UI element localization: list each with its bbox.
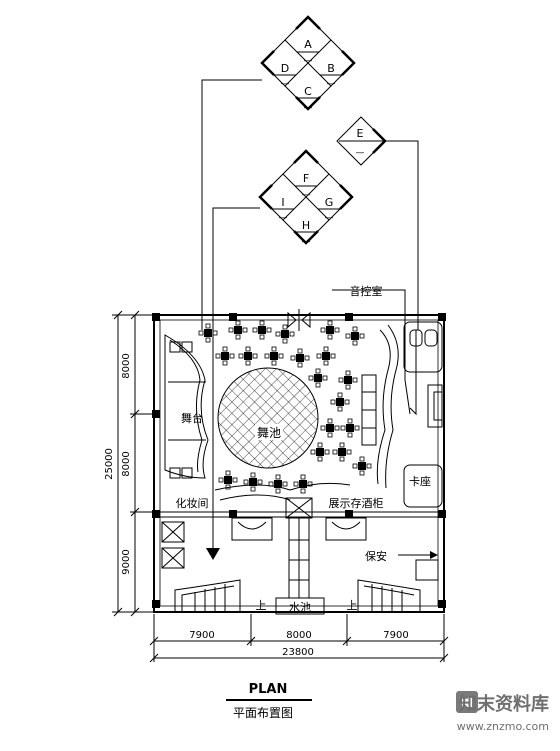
table-with-chairs — [310, 442, 330, 462]
pool-label: 水池 — [289, 601, 311, 614]
stairs-up-right-label: 上 — [347, 599, 358, 612]
dressing-room-label: 化妆间 — [176, 496, 209, 510]
key-letter-f: F — [303, 172, 309, 185]
title-sub: 平面布置图 — [233, 706, 293, 720]
title-main: PLAN — [249, 682, 288, 697]
table-with-chairs — [308, 368, 328, 388]
table-with-chairs — [198, 323, 218, 343]
table-with-chairs — [320, 320, 340, 340]
dim-vertical-2: 8000 — [121, 451, 132, 476]
dim-vertical-1: 8000 — [121, 353, 132, 378]
watermark-url: www.znzmo.com — [457, 720, 549, 733]
drawing-title: PLAN 平面布置图 — [226, 682, 312, 720]
table-clusters — [198, 320, 372, 494]
stage-label: 舞台 — [181, 411, 203, 425]
central-corridor: 化妆间 展示存酒柜 — [176, 482, 384, 599]
key-dash: — — [302, 190, 311, 200]
key-dash: — — [279, 213, 288, 223]
stage-area: 舞台 — [164, 334, 209, 479]
table-with-chairs — [215, 346, 235, 366]
watermark: 知末资料库 www.znzmo.com — [456, 691, 549, 733]
table-with-chairs — [320, 418, 340, 438]
dim-horizontal-total: 23800 — [282, 647, 314, 658]
table-with-chairs — [228, 320, 248, 340]
building-walls — [152, 309, 446, 613]
elevation-key-e: E — — [336, 116, 387, 166]
dim-horizontal-1: 7900 — [189, 630, 214, 641]
dim-vertical-3: 9000 — [121, 549, 132, 574]
table-with-chairs — [238, 346, 258, 366]
table-with-chairs — [252, 320, 272, 340]
key-letter-d: D — [281, 62, 289, 75]
key-dash: — — [356, 148, 365, 158]
table-with-chairs — [264, 346, 284, 366]
dance-floor-label: 舞池 — [257, 426, 281, 440]
table-with-chairs — [352, 456, 372, 476]
key-dash: — — [302, 237, 311, 247]
table-with-chairs — [243, 472, 263, 492]
dimension-bottom: 7900 8000 7900 23800 — [149, 614, 449, 663]
key-letter-i: I — [281, 196, 284, 209]
key-dash: — — [281, 79, 290, 89]
key-dash: — — [327, 79, 336, 89]
table-with-chairs — [293, 474, 313, 494]
dim-horizontal-3: 7900 — [383, 630, 408, 641]
key-letter-h: H — [302, 219, 310, 232]
table-with-chairs — [275, 324, 295, 344]
key-letter-g: G — [325, 196, 334, 209]
dance-floor: 舞池 — [217, 367, 319, 469]
table-with-chairs — [316, 346, 336, 366]
table-with-chairs — [332, 442, 352, 462]
key-letter-a: A — [304, 38, 312, 51]
table-with-chairs — [290, 348, 310, 368]
table-with-chairs — [330, 392, 350, 412]
table-with-chairs — [345, 326, 365, 346]
watermark-brand: 知末资料库 — [459, 693, 549, 715]
key-letter-c: C — [304, 85, 312, 98]
security-label: 保安 — [365, 549, 387, 563]
dim-horizontal-2: 8000 — [286, 630, 311, 641]
key-dash: — — [304, 103, 313, 113]
leader-lines — [201, 79, 419, 560]
table-with-chairs — [340, 418, 360, 438]
booth-label: 卡座 — [409, 474, 431, 488]
table-with-chairs — [338, 370, 358, 390]
lower-zone: 水池 上 上 保安 — [161, 521, 439, 615]
elevation-key-fghi: F G H I — — — — — [258, 149, 354, 247]
booth-area: 音控室 卡座 — [350, 284, 443, 508]
wine-cabinet-label: 展示存酒柜 — [329, 496, 384, 510]
key-dash: — — [325, 213, 334, 223]
key-dash: — — [304, 56, 313, 66]
control-room-label: 音控室 — [350, 284, 383, 298]
stairs-up-left-label: 上 — [256, 599, 267, 612]
dim-vertical-total: 25000 — [104, 448, 115, 480]
key-letter-b: B — [327, 62, 335, 75]
elevation-key-abcd: A B C D — — — — — [260, 15, 356, 113]
dimension-left: 8000 8000 9000 25000 — [104, 310, 156, 617]
table-with-chairs — [268, 474, 288, 494]
key-letter-e: E — [357, 127, 364, 140]
